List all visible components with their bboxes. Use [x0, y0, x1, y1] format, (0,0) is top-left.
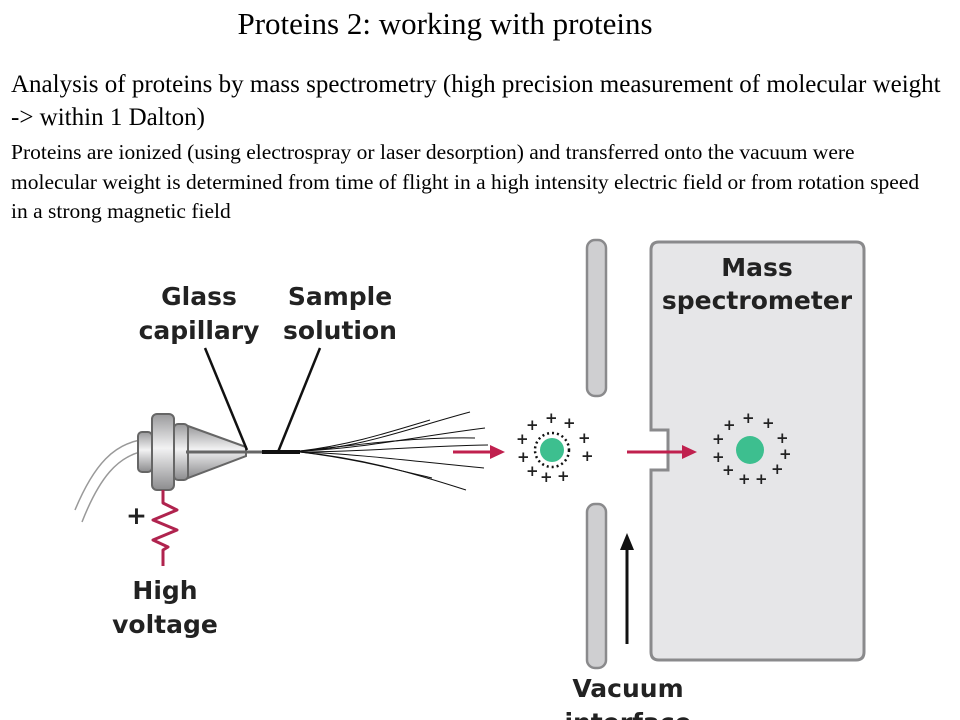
ion-arrow-left: [453, 445, 505, 459]
charge-mark: +: [712, 430, 725, 448]
interface-plate-top: [585, 238, 608, 398]
ion-arrow-right: [627, 445, 697, 459]
glass-capillary-label-line1: Glass: [161, 282, 237, 311]
charge-mark: +: [712, 448, 725, 466]
charge-mark: +: [578, 429, 591, 447]
charge-mark: +: [581, 447, 594, 465]
sample-solution-label-line1: Sample: [288, 282, 392, 311]
ionized-protein: [736, 436, 764, 464]
charge-mark: +: [771, 460, 784, 478]
charge-mark: +: [779, 445, 792, 463]
sample-solution-pointer: [276, 347, 322, 453]
high-voltage-label-line2: voltage: [112, 610, 218, 639]
charge-mark: +: [723, 416, 736, 434]
charge-mark: +: [755, 470, 768, 488]
charge-mark: +: [526, 462, 539, 480]
droplet-charges: + + + + + + + + + +: [516, 409, 594, 486]
charge-mark: +: [557, 467, 570, 485]
spray-plume: [299, 411, 489, 491]
ion-charges: + + + + + + + + + + +: [712, 409, 792, 488]
charge-mark: +: [776, 429, 789, 447]
capillary-holder: [137, 413, 247, 491]
glass-capillary-label-line2: capillary: [139, 316, 260, 345]
detail-paragraph: Proteins are ionized (using electrospray…: [11, 140, 920, 223]
charge-mark: +: [738, 470, 751, 488]
charge-mark: +: [526, 416, 539, 434]
vacuum-interface-label-line1: Vacuum: [572, 674, 683, 703]
interface-plate-bottom: [585, 502, 608, 670]
sample-solution-label-line2: solution: [283, 316, 397, 345]
cables: [74, 439, 141, 523]
charge-mark: +: [762, 414, 775, 432]
charge-mark: +: [722, 461, 735, 479]
high-voltage-label-line1: High: [132, 576, 197, 605]
mass-spectrometer-label-line2: spectrometer: [662, 286, 853, 315]
charge-mark: +: [517, 448, 530, 466]
mass-spectrometer-label-line1: Mass: [721, 253, 793, 282]
intro-paragraph: Analysis of proteins by mass spectrometr…: [11, 71, 941, 131]
charge-mark: +: [545, 409, 558, 427]
high-voltage-resistor: [151, 490, 179, 566]
protein-in-droplet: [540, 438, 564, 462]
charge-mark: +: [563, 414, 576, 432]
vacuum-arrow: [620, 533, 634, 644]
charge-mark: +: [540, 468, 553, 486]
charge-mark: +: [742, 409, 755, 427]
vacuum-interface-label-line2: interface: [564, 708, 691, 720]
high-voltage-plus: +: [126, 501, 147, 530]
solvent-droplet: [533, 431, 571, 469]
slide-title: Proteins 2: working with proteins: [237, 6, 653, 41]
charge-mark: +: [516, 430, 529, 448]
glass-capillary-pointer: [203, 347, 249, 451]
